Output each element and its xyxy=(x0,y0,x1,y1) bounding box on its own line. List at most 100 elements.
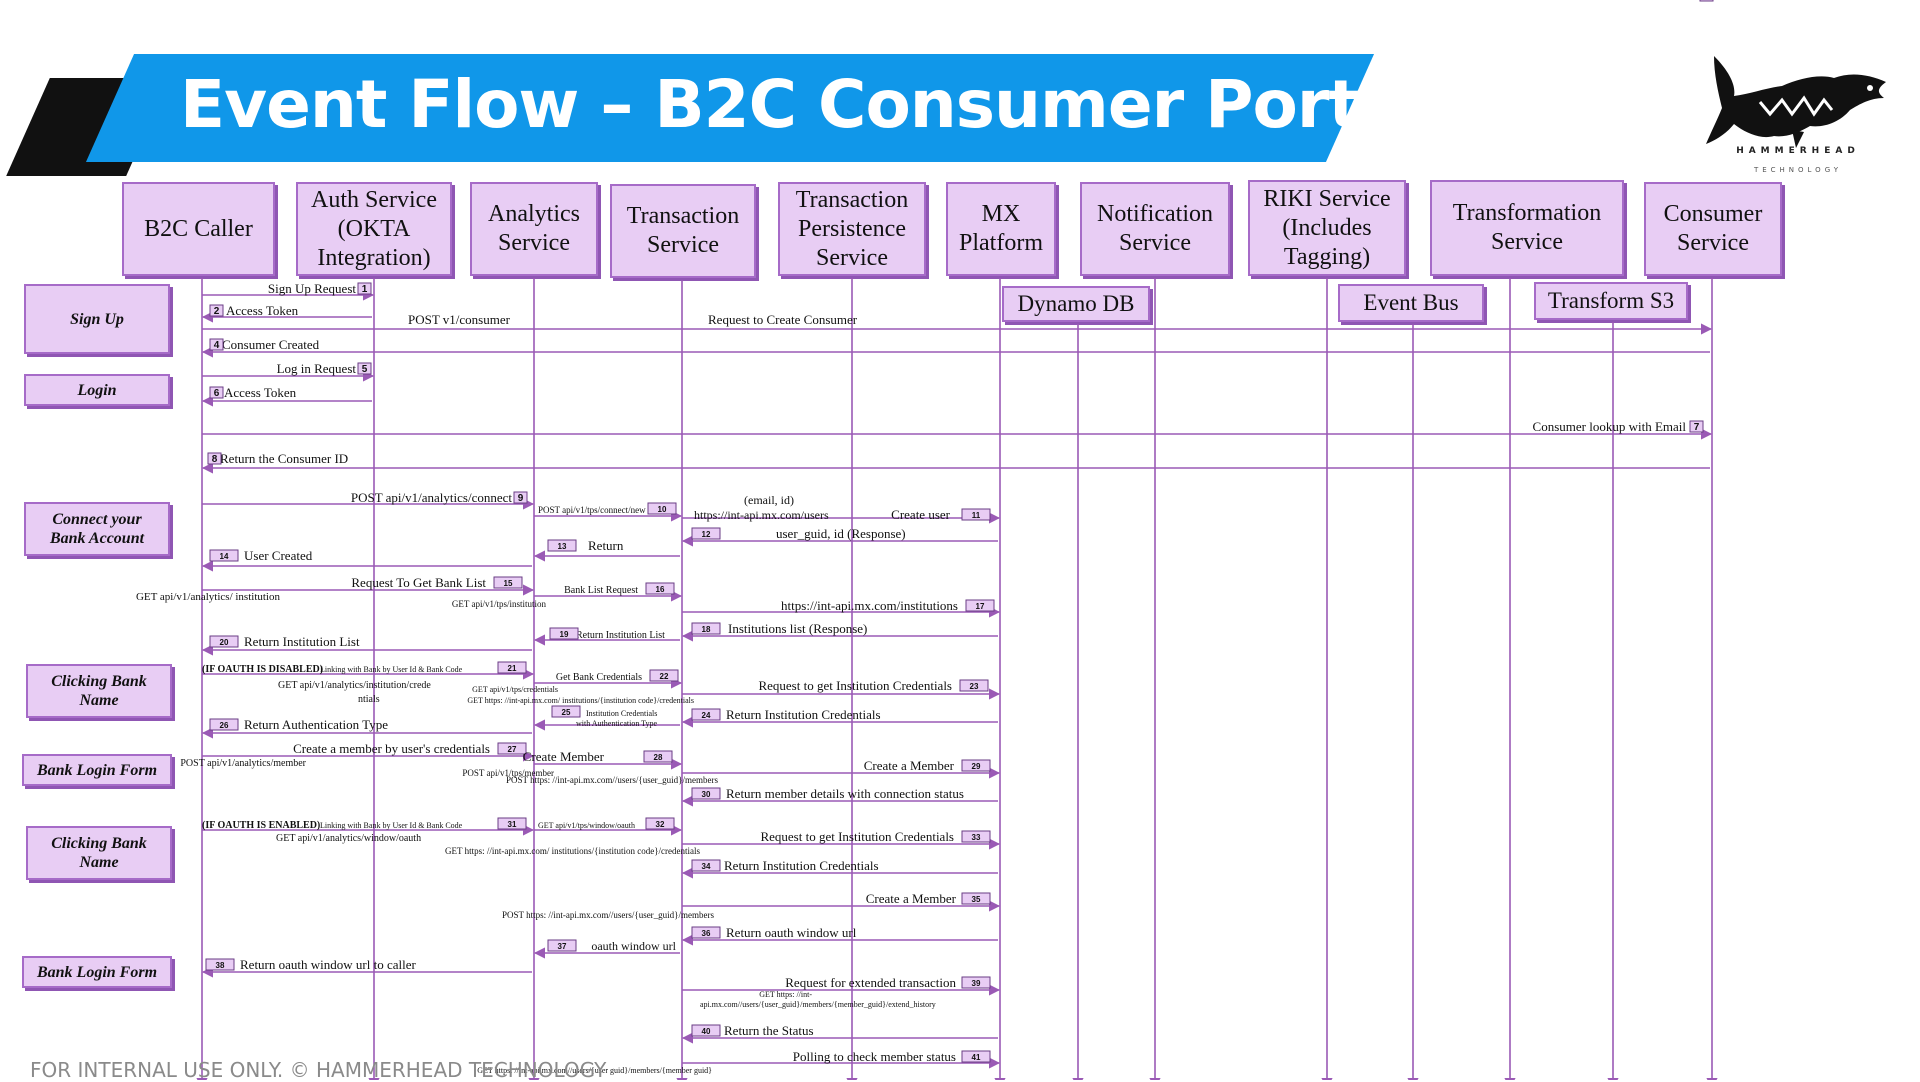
message-33-number: 33 xyxy=(972,833,981,842)
message-25-sublabel: with Authentication Type xyxy=(576,719,658,728)
message-13-badge xyxy=(547,539,577,552)
message-note-2-label: POST v1/consumer xyxy=(408,312,511,327)
message-6-number: 6 xyxy=(214,388,220,399)
lane-b2c-caller: B2C Caller xyxy=(122,182,275,276)
message-25-number: 25 xyxy=(562,708,571,717)
message-10-label: POST api/v1/tps/connect/new xyxy=(538,505,646,515)
message-26-label: Return Authentication Type xyxy=(244,717,388,732)
logo-subtext: TECHNOLOGY xyxy=(1753,166,1843,174)
message-25-badge xyxy=(551,705,581,718)
message-16-label: Bank List Request xyxy=(564,585,638,596)
lane-consumer-service: Consumer Service xyxy=(1644,182,1782,276)
footer-disclaimer: FOR INTERNAL USE ONLY. © HAMMERHEAD TECH… xyxy=(30,1058,607,1082)
message-30-number: 30 xyxy=(702,790,711,799)
message-22-sublabel: GET api/v1/tps/credentials xyxy=(472,685,558,694)
message-27-label: Create a member by user's credentials xyxy=(293,741,490,756)
lane-notification-service: Notification Service xyxy=(1080,182,1230,276)
message-19-badge xyxy=(549,627,579,640)
message-9-badge xyxy=(513,491,528,504)
message-20-number: 20 xyxy=(220,638,229,647)
message-5-badge xyxy=(357,362,372,375)
message-37-badge xyxy=(547,939,577,952)
message-30-badge xyxy=(691,787,721,800)
message-12-number: 12 xyxy=(702,530,711,539)
lane-transaction-persistence-service: Transaction Persistence Service xyxy=(778,182,926,276)
message-28-label: Create Member xyxy=(523,749,605,764)
message-31-badge xyxy=(497,817,527,830)
phase-clicking-bank-name: Clicking Bank Name xyxy=(26,664,172,718)
message-18-number: 18 xyxy=(702,625,711,634)
message-17-badge xyxy=(965,599,995,612)
message-25-label: Institution Credentials xyxy=(586,709,657,718)
message-18-badge xyxy=(691,622,721,635)
message-4-badge xyxy=(209,338,224,351)
store-transform-s3: Transform S3 xyxy=(1534,282,1688,320)
lane-transformation-service: Transformation Service xyxy=(1430,180,1624,276)
lane-auth-service: Auth Service (OKTA Integration) xyxy=(296,182,452,276)
hammerhead-shark-icon xyxy=(1706,56,1886,148)
logo-text: HAMMERHEAD xyxy=(1736,146,1860,156)
message-21-sublabel: Linking with Bank by User Id & Bank Code xyxy=(320,665,463,674)
message-28-number: 28 xyxy=(654,753,663,762)
message-16-sublabel: GET api/v1/tps/institution xyxy=(452,599,547,609)
message-26-number: 26 xyxy=(220,721,229,730)
message-2-number: 2 xyxy=(214,306,220,317)
message-35-badge xyxy=(961,892,991,905)
message-32-number: 32 xyxy=(656,820,665,829)
message-32-badge xyxy=(645,817,675,830)
store-event-bus: Event Bus xyxy=(1338,284,1484,322)
message-14-number: 14 xyxy=(220,552,229,561)
message-22-badge xyxy=(649,669,679,682)
message-33-label: Request to get Institution Credentials xyxy=(760,829,954,844)
message-37-number: 37 xyxy=(558,942,567,951)
store-dynamo-db: Dynamo DB xyxy=(1002,286,1150,322)
message-9-number: 9 xyxy=(518,493,524,504)
page-title: Event Flow – B2C Consumer Portal xyxy=(180,66,1425,143)
message-27-number: 27 xyxy=(508,745,517,754)
message-33-badge xyxy=(961,830,991,843)
message-34-label: Return Institution Credentials xyxy=(724,858,879,873)
message-15-sublabel: GET api/v1/analytics/ institution xyxy=(136,591,281,603)
phase-connect-bank-account: Connect your Bank Account xyxy=(24,502,170,556)
message-28-sublabel: POST api/v1/tps/member xyxy=(462,768,554,778)
message-38-label: Return oauth window url to caller xyxy=(240,957,416,972)
message-36-label: Return oauth window url xyxy=(726,925,857,940)
message-1-badge xyxy=(357,282,372,295)
message-30-label: Return member details with connection st… xyxy=(726,786,964,801)
message-8-number: 8 xyxy=(212,454,218,465)
message-7-label: Consumer lookup with Email xyxy=(1533,419,1687,434)
message-arrows xyxy=(201,289,1713,1069)
message-36-badge xyxy=(691,926,721,939)
message-17-label: https://int-api.mx.com/institutions xyxy=(781,598,958,613)
message-4-number: 4 xyxy=(214,340,220,351)
message-23-label: Request to get Institution Credentials xyxy=(758,678,952,693)
message-33-sublabel: GET https: //int-api.mx.com/ institution… xyxy=(445,846,700,856)
message-13-label: Return xyxy=(588,538,624,553)
message-21-label: (IF OAUTH IS DISABLED) xyxy=(202,664,323,675)
message-14-label: User Created xyxy=(244,548,313,563)
message-31-label: (IF OAUTH IS ENABLED) xyxy=(202,820,320,831)
message-32-label: GET api/v1/tps/window/oauth xyxy=(538,821,635,830)
message-note-25-label: GET api/v1/analytics/institution/crede xyxy=(278,680,431,691)
message-note-36-label: GET api/v1/analytics/window/oauth xyxy=(276,833,421,844)
message-37-label: oauth window url xyxy=(591,939,676,953)
phase-clicking-bank-name-oauth: Clicking Bank Name xyxy=(26,826,172,880)
message-14-badge xyxy=(209,549,239,562)
message-1-label: Sign Up Request xyxy=(268,281,357,296)
message-40-label: Return the Status xyxy=(724,1023,814,1038)
message-19-number: 19 xyxy=(560,630,569,639)
message-15-badge xyxy=(493,576,523,589)
message-35-number: 35 xyxy=(972,895,981,904)
message-6-badge xyxy=(209,386,224,399)
message-6-label: Access Token xyxy=(224,385,297,400)
message-39-number: 39 xyxy=(972,979,981,988)
message-3-number: 3 xyxy=(1704,0,1710,2)
message-17-number: 17 xyxy=(976,602,985,611)
message-31-sublabel: Linking with Bank by User Id & Bank Code xyxy=(320,821,463,830)
message-2-label: Access Token xyxy=(226,303,299,318)
phase-bank-login-form-oauth: Bank Login Form xyxy=(22,956,172,988)
message-13-number: 13 xyxy=(558,542,567,551)
message-24-number: 24 xyxy=(702,711,711,720)
lane-transaction-service: Transaction Service xyxy=(610,184,756,278)
message-3-badge xyxy=(1699,0,1714,2)
